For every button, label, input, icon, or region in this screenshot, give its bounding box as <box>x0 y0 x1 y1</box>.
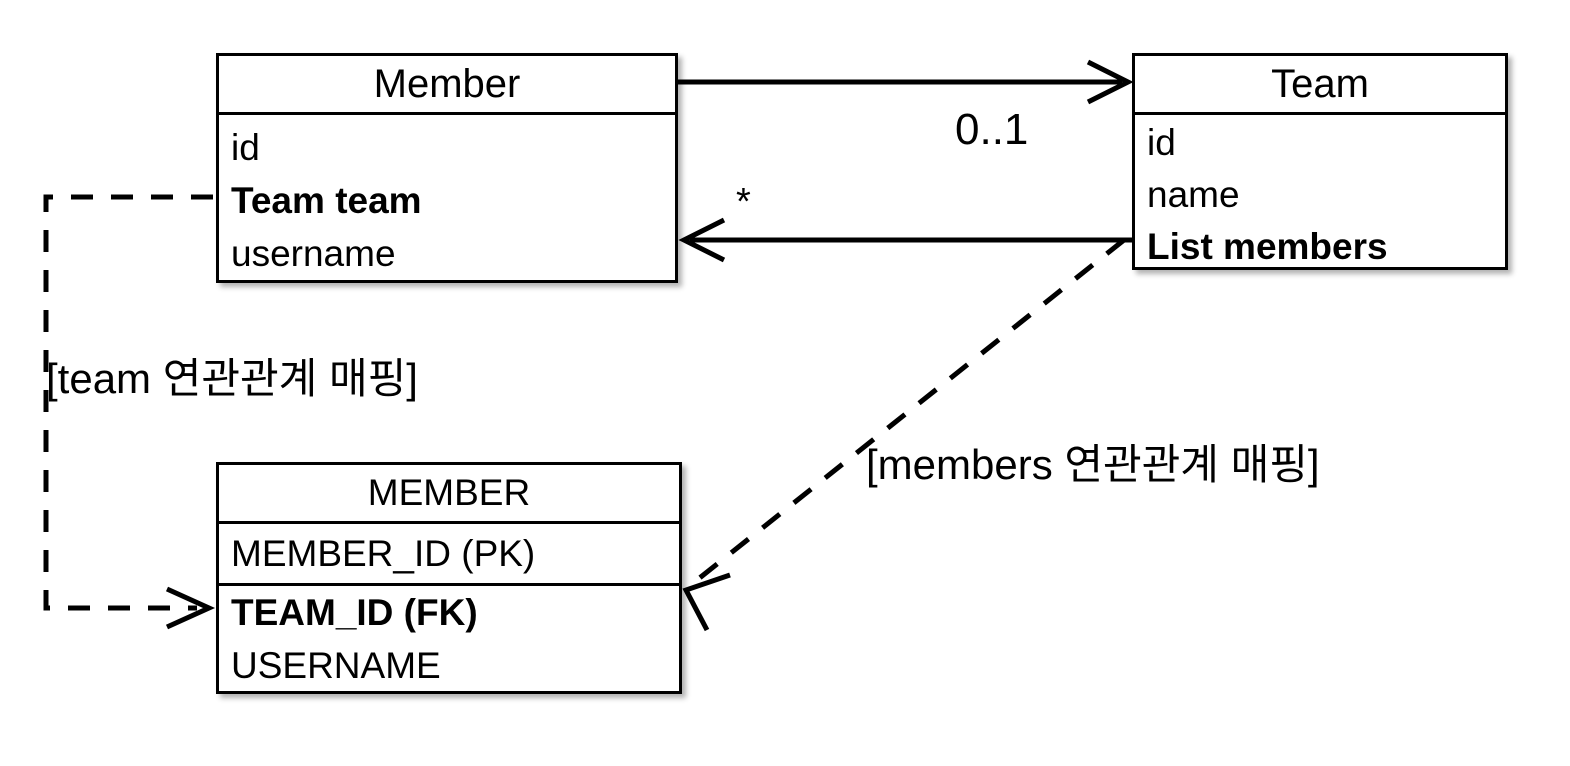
edge-team-field-mapping-line <box>43 194 213 611</box>
attribute-row: id <box>1147 122 1176 163</box>
edge-members-field-mapping-line <box>690 238 1126 586</box>
edge-team-field-mapping-arrowhead <box>165 586 216 630</box>
edge-team-to-member-arrowhead <box>678 217 726 263</box>
class-title-member: Member <box>373 62 521 106</box>
table-row: USERNAME <box>231 645 441 686</box>
edge-members-field-mapping-arrowhead <box>682 572 731 632</box>
class-box-member[interactable]: Member id Team team username <box>216 53 678 283</box>
class-attributes-member: id Team team username <box>219 112 675 286</box>
multiplicity-label-member-to-team: 0..1 <box>955 105 1029 154</box>
edge-member-to-team <box>678 59 1134 105</box>
table-title-member: MEMBER <box>367 472 531 513</box>
annotation-members-mapping: [members 연관관계 매핑] <box>866 441 1320 488</box>
attribute-row: List members <box>1147 226 1388 267</box>
class-title-team: Team <box>1271 62 1369 106</box>
table-columns-compartment: TEAM_ID (FK) USERNAME <box>219 583 679 691</box>
attribute-row: username <box>231 233 396 274</box>
class-box-team[interactable]: Team id name List members <box>1132 53 1508 270</box>
attribute-row: Team team <box>231 180 422 221</box>
table-box-member[interactable]: MEMBER MEMBER_ID (PK) TEAM_ID (FK) USERN… <box>216 462 682 694</box>
class-attributes-team: id name List members <box>1135 112 1505 273</box>
edge-team-field-mapping <box>43 194 216 630</box>
attribute-row: name <box>1147 174 1240 215</box>
table-primary-key-compartment: MEMBER_ID (PK) <box>219 521 679 583</box>
multiplicity-label-team-to-member: * <box>736 181 751 223</box>
edge-member-to-team-arrowhead <box>1086 59 1134 105</box>
edge-team-to-member <box>678 217 1132 263</box>
attribute-row: id <box>231 127 260 168</box>
annotation-team-mapping: [team 연관관계 매핑] <box>46 355 418 402</box>
table-row: MEMBER_ID (PK) <box>231 533 536 574</box>
edge-members-field-mapping <box>682 238 1126 632</box>
table-row: TEAM_ID (FK) <box>231 592 478 633</box>
